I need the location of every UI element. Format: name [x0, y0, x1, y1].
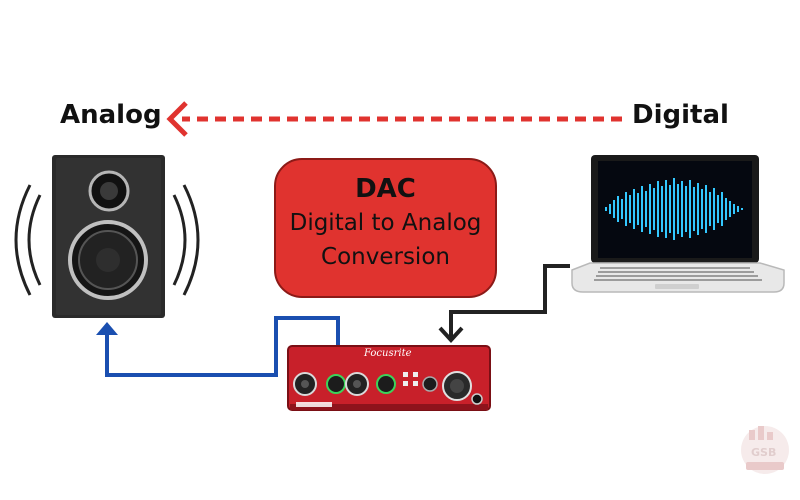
laptop-icon [571, 155, 785, 293]
digital-cable [438, 264, 570, 343]
analog-label: Analog [60, 100, 162, 130]
dac-subtitle-line1: Digital to Analog [289, 210, 482, 236]
interface-model-badge [296, 402, 332, 407]
speaker-icon [14, 155, 200, 318]
digital-label: Digital [632, 100, 729, 130]
dac-box: DAC Digital to Analog Conversion [274, 158, 497, 298]
dac-title: DAC [355, 174, 416, 204]
audio-interface-icon: Focusrite [287, 345, 491, 411]
dashed-arrow [166, 101, 622, 137]
analog-cable [96, 316, 340, 377]
waveform-graphic [605, 178, 743, 240]
dac-subtitle-line2: Conversion [321, 244, 450, 270]
watermark-text: GSB [751, 446, 776, 459]
interface-brand: Focusrite [363, 348, 412, 359]
watermark-logo: GSB [741, 426, 789, 474]
